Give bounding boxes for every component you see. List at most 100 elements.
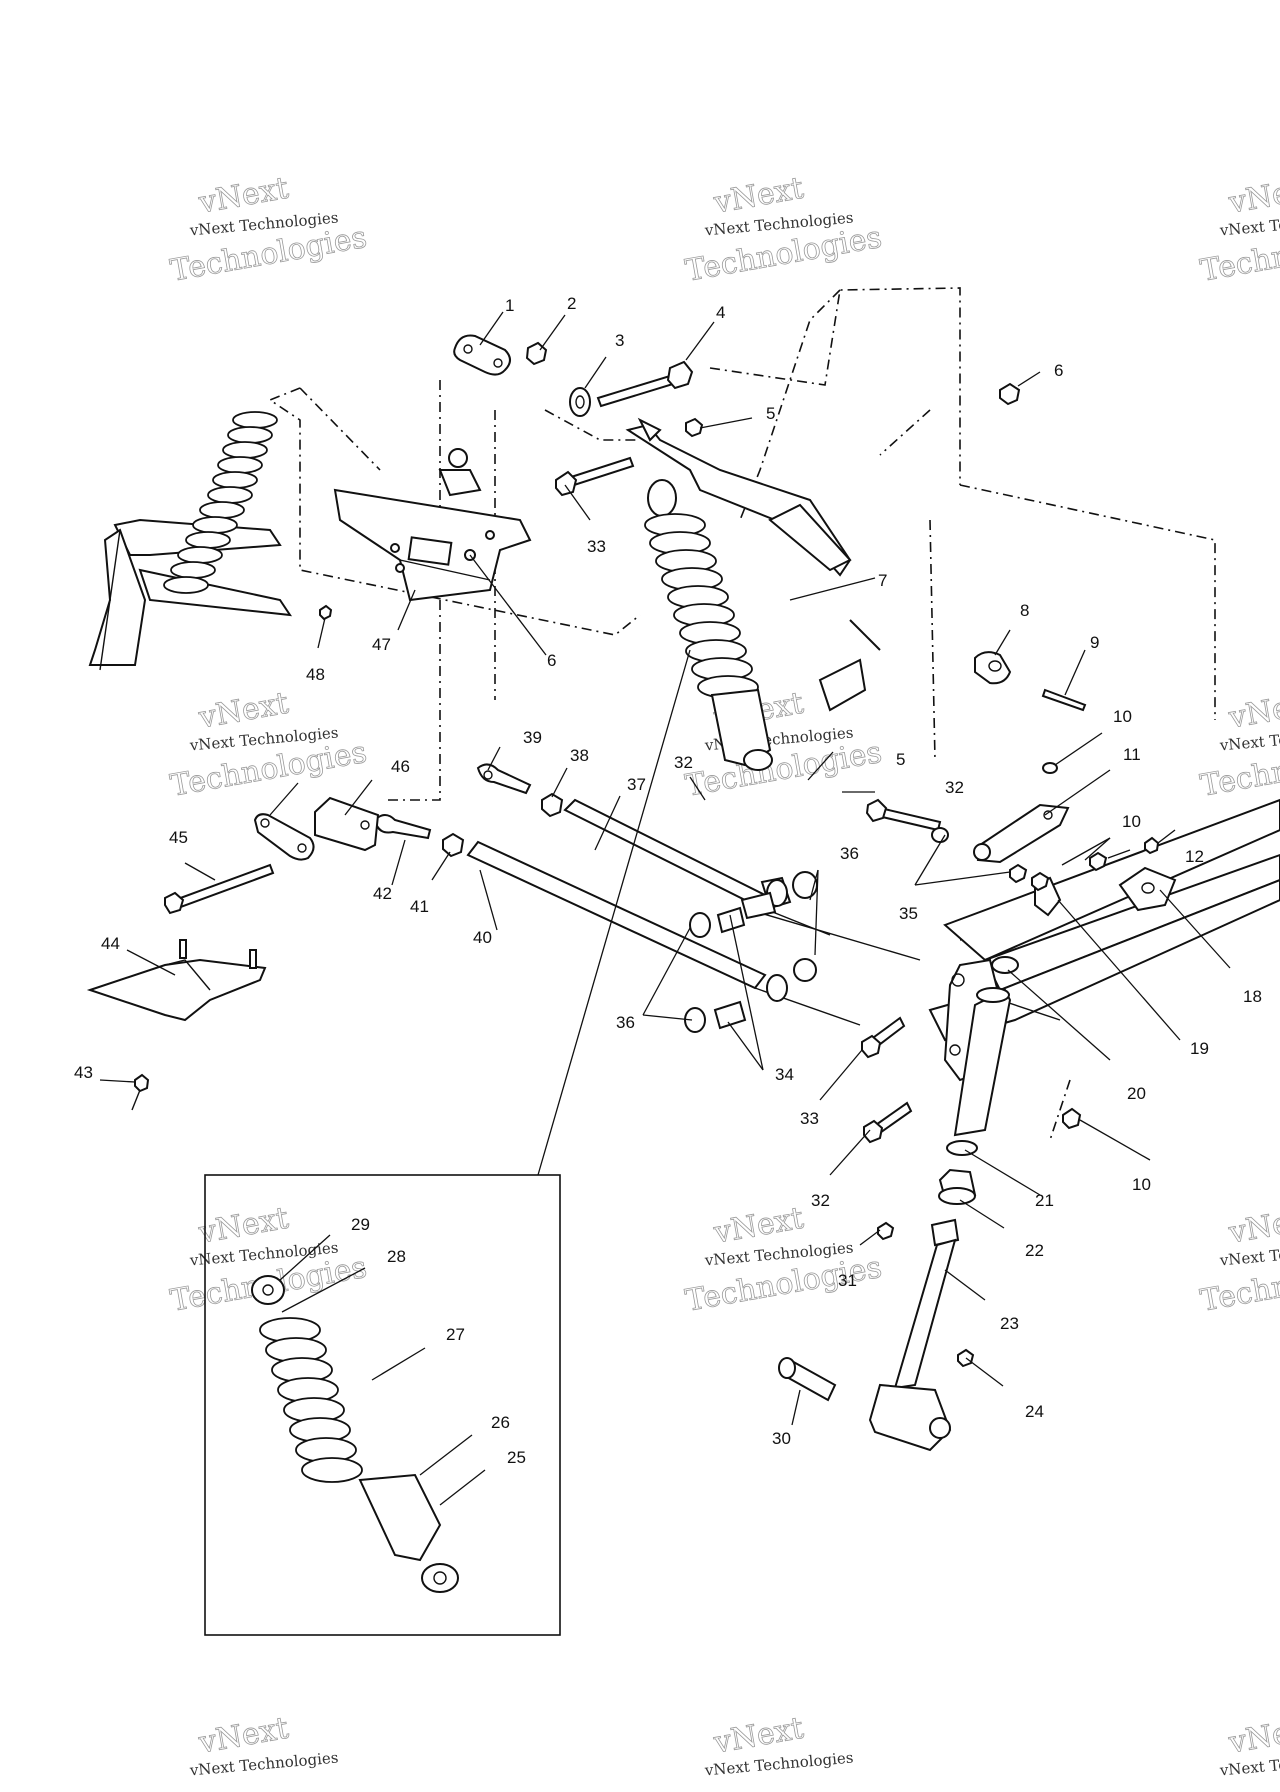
watermark-word: vNext: [1225, 1201, 1280, 1251]
callout-10: 10: [1113, 707, 1132, 726]
callout-39: 39: [523, 728, 542, 747]
plate-46: [314, 796, 380, 852]
washer-21: [946, 1140, 978, 1156]
callout-42: 42: [373, 884, 392, 903]
callout-33: 33: [587, 537, 606, 556]
callout-4: 4: [716, 303, 725, 322]
arm-40: [466, 840, 767, 990]
callout-29: 29: [351, 1215, 370, 1234]
nut-6: [999, 382, 1021, 406]
callout-25: 25: [507, 1448, 526, 1467]
callout-28: 28: [387, 1247, 406, 1266]
bushing-20: [991, 956, 1019, 974]
center-coil-spring: [644, 513, 759, 699]
washer: [569, 387, 591, 417]
watermark-low-mid: vNext vNext Technologies Technologies: [682, 1200, 884, 1319]
nut-41: [442, 832, 465, 858]
callout-21: 21: [1035, 1191, 1054, 1210]
callout-8: 8: [1020, 601, 1029, 620]
bushing-36b: [689, 912, 711, 938]
callout-1: 1: [505, 296, 514, 315]
callout-46: 46: [391, 757, 410, 776]
pin-9: [1041, 688, 1087, 712]
inset-coil-spring: [259, 1317, 363, 1483]
watermark-bottom-left: vNext vNext Technologies: [188, 1710, 339, 1779]
control-arms: [466, 798, 921, 1033]
callout-33b: 33: [800, 1109, 819, 1128]
fitting-12: [1144, 836, 1160, 855]
callout-26: 26: [491, 1413, 510, 1432]
watermark-top-mid: vNext vNext Technologies Technologies: [682, 170, 884, 289]
callout-30: 30: [772, 1429, 791, 1448]
callout-32c: 32: [811, 1191, 830, 1210]
callout-36: 36: [840, 844, 859, 863]
left-suspension-assembly: [88, 411, 293, 671]
callout-23: 23: [1000, 1314, 1019, 1333]
callout-48: 48: [306, 665, 325, 684]
callout-11: 11: [1123, 745, 1141, 764]
skid-plate: [86, 604, 333, 1111]
bolt-33: [566, 456, 635, 488]
callout-5b: 5: [896, 750, 905, 769]
callout-2: 2: [567, 294, 576, 313]
callout-20: 20: [1127, 1084, 1146, 1103]
mount-hardware-right: [974, 382, 1087, 712]
watermark-bottom-right: vNext vNext Technologies: [1218, 1710, 1280, 1779]
long-bolt: [596, 374, 675, 408]
callout-22: 22: [1025, 1241, 1044, 1260]
watermark-mid-left: vNext vNext Technologies Technologies: [167, 685, 369, 804]
fitting-24: [957, 1348, 975, 1368]
shock-detail-inset: [204, 649, 691, 1636]
link-11: [976, 803, 1070, 864]
spindle-assembly: [778, 866, 1177, 1452]
callout-6: 6: [1054, 361, 1063, 380]
watermark-word: vNext: [1225, 171, 1280, 221]
callout-labels: 1 2 3 4 5 6 33 7 47 48 6 8 9 10 11 39 38…: [74, 294, 1262, 1467]
watermark-mid-right: vNext vNext Technologies Technologies: [1197, 685, 1280, 804]
callout-37: 37: [627, 775, 646, 794]
callout-43: 43: [74, 1063, 93, 1082]
upper-hardware: [453, 334, 704, 497]
callout-45: 45: [169, 828, 188, 847]
callout-9: 9: [1090, 633, 1099, 652]
leader-lines: [99, 311, 1231, 1506]
callout-7: 7: [878, 571, 887, 590]
watermark-word: vNext: [1225, 686, 1280, 736]
callout-47: 47: [372, 635, 391, 654]
left-coil-spring: [163, 411, 278, 594]
rubber-mount: [974, 651, 1012, 685]
shock-mount-bracket: [333, 448, 532, 602]
callout-10b: 10: [1122, 812, 1141, 831]
callout-32b: 32: [945, 778, 964, 797]
callout-44: 44: [101, 934, 120, 953]
link-plate-46: [253, 813, 315, 861]
center-shock-absorber: [625, 417, 881, 771]
watermark-low-right: vNext vNext Technologies Technologies: [1197, 1200, 1280, 1319]
nut-31: [877, 1221, 895, 1241]
callout-35: 35: [899, 904, 918, 923]
callout-19: 19: [1190, 1039, 1209, 1058]
pad-18: [1118, 866, 1177, 912]
nut-10: [1062, 1107, 1082, 1130]
fitting-43: [134, 1073, 150, 1093]
callout-5: 5: [766, 404, 775, 423]
callout-24: 24: [1025, 1402, 1044, 1421]
callout-32: 32: [674, 753, 693, 772]
bolt-32b: [876, 806, 942, 832]
linkage-hardware: [865, 762, 1176, 892]
callout-3: 3: [615, 331, 624, 350]
callout-6b: 6: [547, 651, 556, 670]
callout-36b: 36: [616, 1013, 635, 1032]
callout-27: 27: [446, 1325, 465, 1344]
callout-31: 31: [838, 1271, 857, 1290]
watermark-bottom-mid: vNext vNext Technologies: [703, 1710, 854, 1779]
spindle-shaft: [893, 1238, 957, 1390]
watermark-top-right: vNext vNext Technologies Technologies: [1197, 170, 1280, 289]
watermark-top-left: vNext vNext Technologies Technologies: [167, 170, 369, 289]
callout-12: 12: [1185, 847, 1204, 866]
callout-18: 18: [1243, 987, 1262, 1006]
fitting-48: [319, 604, 333, 621]
callout-34: 34: [775, 1065, 794, 1084]
callout-40: 40: [473, 928, 492, 947]
